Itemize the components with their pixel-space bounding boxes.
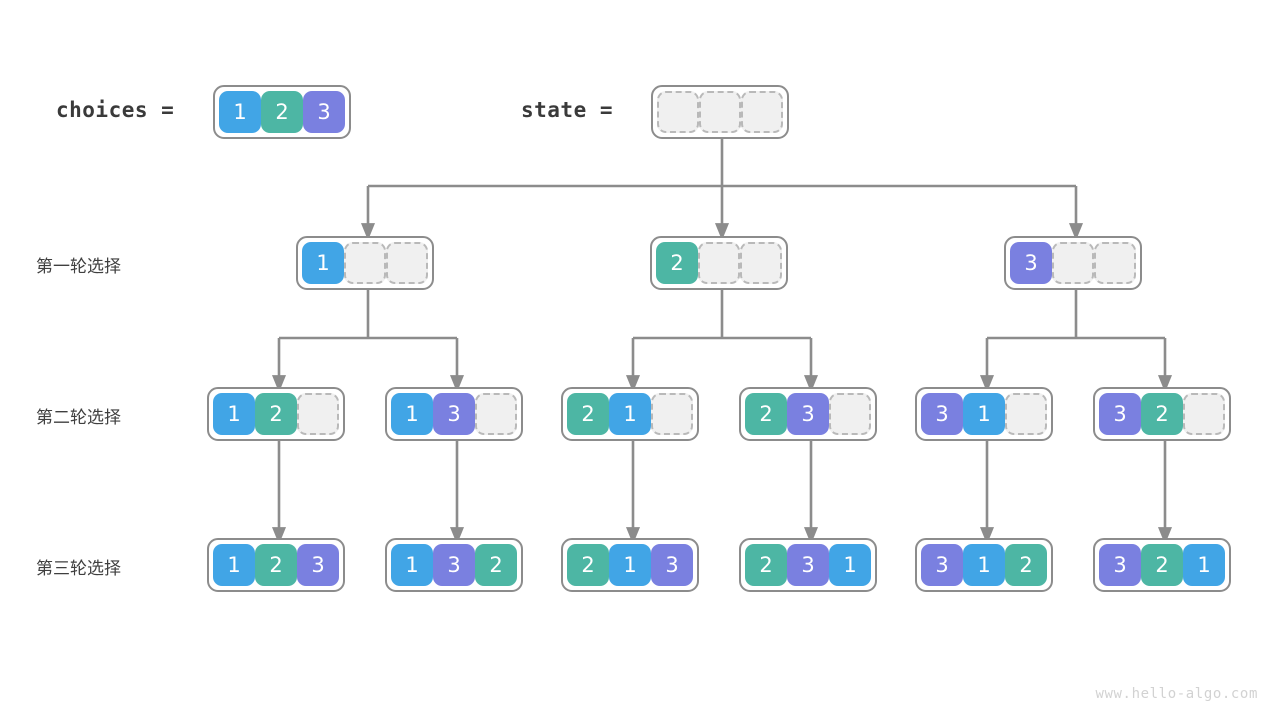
watermark: www.hello-algo.com [1095, 686, 1258, 702]
cell-value: 2 [1141, 393, 1183, 435]
state-cell-1 [699, 91, 741, 133]
node-round3-1: 1 3 2 [385, 538, 523, 592]
cell-value: 1 [213, 393, 255, 435]
node-round3-5: 3 2 1 [1093, 538, 1231, 592]
cell-value: 3 [921, 393, 963, 435]
node-round1-2: 3 [1004, 236, 1142, 290]
node-round2-2: 2 1 [561, 387, 699, 441]
state-array [651, 85, 789, 139]
choices-cell-2: 3 [303, 91, 345, 133]
cell-value: 1 [609, 393, 651, 435]
cell-empty [1094, 242, 1136, 284]
state-label: state = [521, 98, 614, 122]
cell-value: 1 [213, 544, 255, 586]
cell-value: 2 [255, 544, 297, 586]
cell-value: 3 [433, 544, 475, 586]
cell-value: 2 [475, 544, 517, 586]
cell-value: 1 [302, 242, 344, 284]
state-cell-2 [741, 91, 783, 133]
cell-value: 2 [1005, 544, 1047, 586]
node-round2-3: 2 3 [739, 387, 877, 441]
row-caption-round-1: 第一轮选择 [36, 257, 121, 277]
cell-value: 3 [1010, 242, 1052, 284]
choices-array: 1 2 3 [213, 85, 351, 139]
node-round2-4: 3 1 [915, 387, 1053, 441]
cell-empty [386, 242, 428, 284]
cell-value: 3 [787, 544, 829, 586]
cell-empty [651, 393, 693, 435]
node-round3-2: 2 1 3 [561, 538, 699, 592]
node-round1-0: 1 [296, 236, 434, 290]
cell-value: 2 [567, 393, 609, 435]
node-round2-0: 1 2 [207, 387, 345, 441]
choices-label: choices = [56, 98, 175, 122]
cell-value: 2 [745, 544, 787, 586]
cell-empty [1183, 393, 1225, 435]
node-round2-5: 3 2 [1093, 387, 1231, 441]
cell-value: 2 [567, 544, 609, 586]
cell-value: 1 [1183, 544, 1225, 586]
cell-empty [698, 242, 740, 284]
cell-value: 2 [745, 393, 787, 435]
cell-value: 3 [433, 393, 475, 435]
cell-empty [829, 393, 871, 435]
row-caption-round-3: 第三轮选择 [36, 559, 121, 579]
cell-value: 1 [829, 544, 871, 586]
cell-value: 2 [1141, 544, 1183, 586]
cell-value: 3 [1099, 393, 1141, 435]
cell-value: 2 [656, 242, 698, 284]
cell-value: 1 [963, 393, 1005, 435]
cell-value: 3 [787, 393, 829, 435]
cell-empty [740, 242, 782, 284]
cell-empty [297, 393, 339, 435]
state-cell-0 [657, 91, 699, 133]
node-round3-0: 1 2 3 [207, 538, 345, 592]
cell-empty [1052, 242, 1094, 284]
node-round3-3: 2 3 1 [739, 538, 877, 592]
cell-empty [1005, 393, 1047, 435]
cell-value: 2 [255, 393, 297, 435]
choices-cell-0: 1 [219, 91, 261, 133]
cell-value: 1 [609, 544, 651, 586]
cell-value: 1 [391, 393, 433, 435]
cell-value: 1 [391, 544, 433, 586]
node-round3-4: 3 1 2 [915, 538, 1053, 592]
cell-value: 3 [297, 544, 339, 586]
cell-value: 3 [1099, 544, 1141, 586]
cell-value: 3 [651, 544, 693, 586]
cell-value: 1 [963, 544, 1005, 586]
node-round1-1: 2 [650, 236, 788, 290]
choices-cell-1: 2 [261, 91, 303, 133]
cell-value: 3 [921, 544, 963, 586]
row-caption-round-2: 第二轮选择 [36, 408, 121, 428]
cell-empty [344, 242, 386, 284]
cell-empty [475, 393, 517, 435]
node-round2-1: 1 3 [385, 387, 523, 441]
